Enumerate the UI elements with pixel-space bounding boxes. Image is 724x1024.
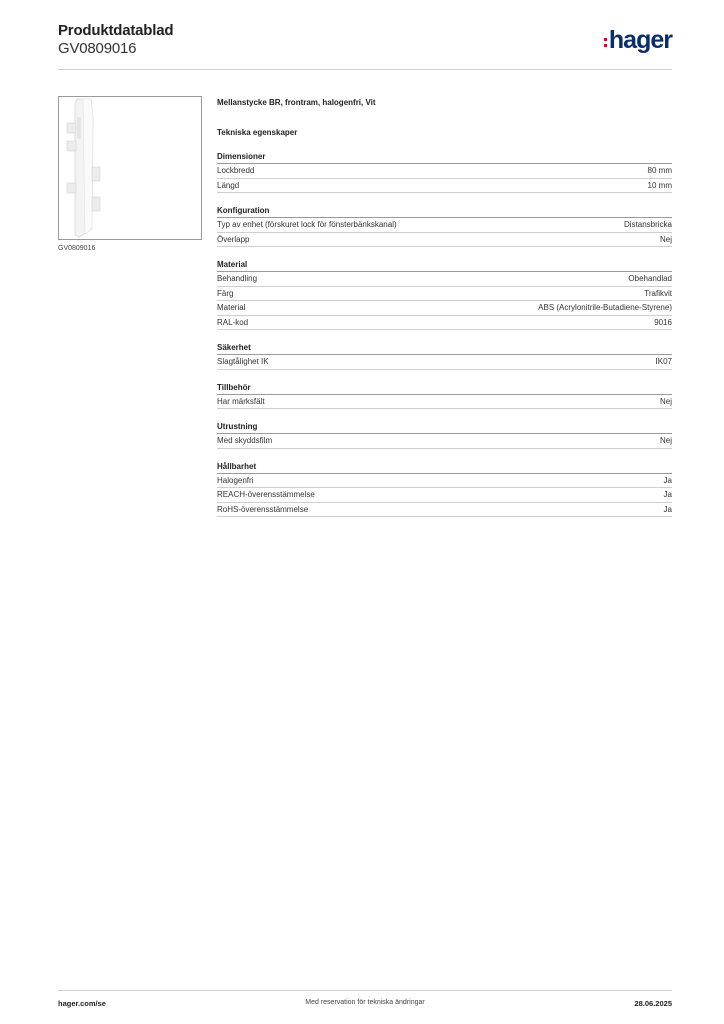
spec-value: Distansbricka: [623, 220, 672, 229]
spec-value: Nej: [659, 234, 672, 244]
spec-key: Material: [217, 303, 246, 312]
spec-value: Nej: [659, 396, 672, 406]
product-image: [58, 96, 202, 240]
spec-row: Halogenfri Ja: [217, 474, 672, 488]
spec-key: RoHS-överensstämmelse: [217, 504, 309, 514]
spec-row: Material ABS (Acrylonitrile-Butadiene-Sty…: [217, 301, 672, 316]
group-title: Material: [217, 259, 672, 272]
group-title: Utrustning: [217, 421, 672, 434]
product-name: Mellanstycke BR, frontram, halogenfri, V…: [217, 98, 376, 107]
spec-group-konfiguration: Konfiguration Typ av enhet (förskuret lo…: [217, 205, 672, 247]
spec-key: Överlapp: [217, 234, 250, 244]
spec-value: Trafikvit: [644, 288, 672, 298]
logo-dots-icon: [603, 37, 607, 47]
spec-value: Ja: [663, 490, 672, 499]
footer-date: 28.06.2025: [634, 999, 672, 1008]
spec-value: 9016: [654, 317, 672, 327]
product-drawing: [61, 98, 199, 238]
spec-value: 10 mm: [647, 180, 672, 190]
page-header: Produktdatablad GV0809016 hager: [58, 22, 673, 70]
group-title: Konfiguration: [217, 205, 672, 218]
spec-group-sakerhet: Säkerhet Slagtålighet IK IK07: [217, 342, 672, 370]
spec-row: Behandling Obehandlad: [217, 272, 672, 287]
spec-key: Längd: [217, 180, 240, 190]
spec-group-tillbehor: Tillbehör Har märksfält Nej: [217, 382, 672, 409]
spec-row: RoHS-överensstämmelse Ja: [217, 503, 672, 517]
spec-key: Halogenfri: [217, 475, 254, 485]
spec-value: Nej: [659, 436, 672, 445]
spec-group-material: Material Behandling Obehandlad Färg Trafik…: [217, 259, 672, 330]
spec-key: Färg: [217, 288, 234, 298]
spec-value: Ja: [663, 504, 672, 514]
spec-value: Ja: [663, 475, 672, 485]
spec-row: RAL-kod 9016: [217, 316, 672, 330]
spec-group-dimensioner: Dimensioner Lockbredd 80 mm Längd 10 mm: [217, 151, 672, 193]
spec-key: Med skyddsfilm: [217, 436, 273, 445]
section-title: Tekniska egenskaper: [217, 128, 298, 137]
product-id: GV0809016: [58, 40, 137, 57]
hager-logo: hager: [603, 26, 673, 54]
spec-key: Typ av enhet (förskuret lock för fönster…: [217, 220, 397, 229]
spec-row: Överlapp Nej: [217, 233, 672, 247]
spec-row: Längd 10 mm: [217, 179, 672, 193]
group-title: Hållbarhet: [217, 461, 672, 474]
document-title: Produktdatablad: [58, 22, 174, 39]
spec-row: Färg Trafikvit: [217, 287, 672, 301]
spec-value: ABS (Acrylonitrile-Butadiene-Styrene): [538, 303, 672, 312]
spec-row: Typ av enhet (förskuret lock för fönster…: [217, 218, 672, 233]
spec-content: Mellanstycke BR, frontram, halogenfri, V…: [217, 97, 672, 517]
spec-row: Slagtålighet IK IK07: [217, 355, 672, 370]
spec-group-utrustning: Utrustning Med skyddsfilm Nej: [217, 421, 672, 449]
page-footer: hager.com/se Med reservation för teknisk…: [58, 990, 672, 1010]
spec-key: Slagtålighet IK: [217, 357, 269, 366]
spec-value: 80 mm: [647, 166, 672, 175]
image-caption: GV0809016: [58, 245, 96, 252]
spec-value: Obehandlad: [628, 274, 672, 283]
spec-key: Lockbredd: [217, 166, 255, 175]
spec-key: RAL-kod: [217, 317, 249, 327]
spec-value: IK07: [655, 357, 672, 366]
spec-key: Behandling: [217, 274, 258, 283]
footer-disclaimer: Med reservation för tekniska ändringar: [305, 999, 425, 1006]
group-title: Dimensioner: [217, 151, 672, 164]
logo-text: hager: [608, 26, 673, 54]
spec-row: Har märksfält Nej: [217, 395, 672, 409]
spec-row: Med skyddsfilm Nej: [217, 434, 672, 449]
footer-website[interactable]: hager.com/se: [58, 999, 106, 1008]
spec-row: Lockbredd 80 mm: [217, 164, 672, 179]
spec-row: REACH-överensstämmelse Ja: [217, 488, 672, 503]
spec-key: Har märksfält: [217, 396, 265, 406]
spec-key: REACH-överensstämmelse: [217, 490, 315, 499]
group-title: Säkerhet: [217, 342, 672, 355]
group-title: Tillbehör: [217, 382, 672, 395]
